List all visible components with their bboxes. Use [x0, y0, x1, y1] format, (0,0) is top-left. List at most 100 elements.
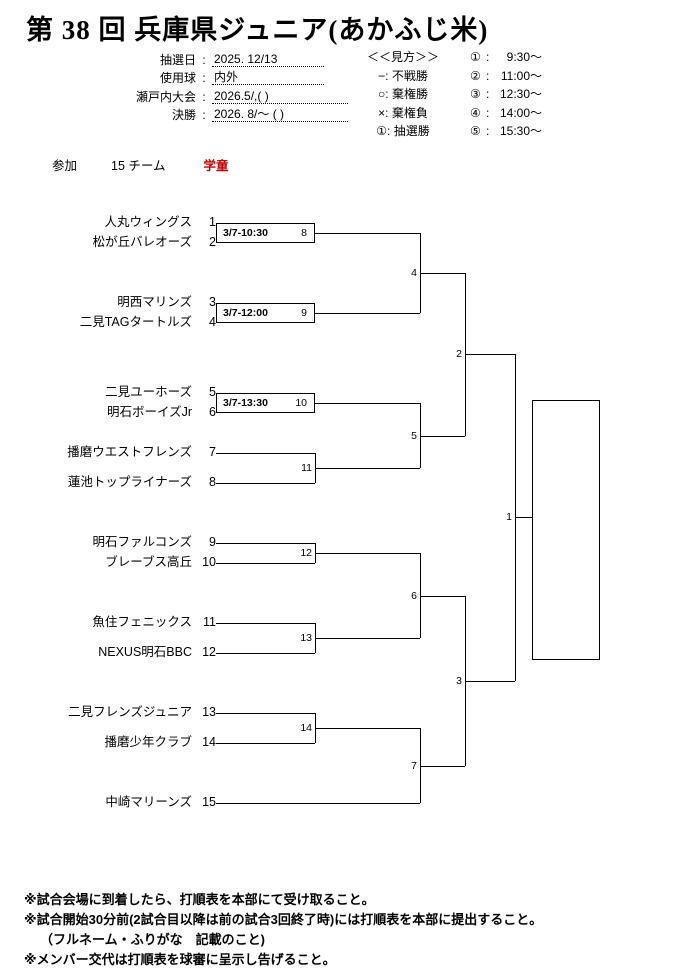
- bracket-line-horizontal: [420, 435, 465, 437]
- info-value-setouchi: 2026.5/,( ): [212, 89, 348, 104]
- team-seed-number: 9: [209, 535, 216, 549]
- legend-block: ＜＜見方＞＞ −: 不戦勝 ○: 棄権勝 ×: 棄権負 ①: 抽選勝: [348, 48, 458, 141]
- bracket-line-horizontal: [315, 728, 420, 729]
- match-number: 6: [411, 589, 417, 602]
- time-slot-4: ④:14:00〜: [470, 104, 590, 123]
- bracket-line-horizontal: [515, 517, 532, 519]
- champion-box: [532, 400, 600, 660]
- time-slot-colon: :: [486, 50, 490, 64]
- time-slot-colon: :: [486, 68, 490, 83]
- team-seed-number: 11: [203, 615, 216, 629]
- bracket-line-horizontal: [315, 233, 420, 234]
- time-slot-colon: :: [486, 105, 490, 120]
- match-number: 8: [301, 227, 307, 239]
- time-slot-mark: ②: [470, 68, 481, 83]
- match-number: 14: [300, 722, 312, 734]
- info-colon: :: [202, 89, 206, 104]
- bracket-team-entry: 魚住フェニックス 11: [20, 615, 216, 629]
- bracket-line-horizontal: [216, 623, 315, 624]
- time-slot-value: 14:00〜: [499, 105, 542, 120]
- team-name: 明西マリンズ: [117, 295, 192, 309]
- team-name: 二見フレンズジュニア: [68, 705, 192, 719]
- match-time: 3/7-10:30: [223, 227, 268, 239]
- bracket-line-horizontal: [216, 563, 315, 564]
- match-number: 13: [300, 632, 312, 644]
- info-value-ball: 内外: [212, 70, 324, 85]
- team-name: 松が丘バレオーズ: [92, 235, 192, 249]
- info-colon: :: [202, 71, 206, 85]
- legend-text: 棄権負: [391, 105, 428, 120]
- time-slot-block: ①:9:30〜 ②:11:00〜 ③:12:30〜 ④:14:00〜 ⑤:15:…: [470, 48, 590, 141]
- match-number: 7: [411, 759, 417, 772]
- team-seed-number: 6: [209, 405, 216, 419]
- team-name: 蓮池トップライナーズ: [67, 475, 192, 489]
- info-label: 決勝: [171, 108, 196, 122]
- page-title: 第 38 回 兵庫県ジュニア(あかふじ米): [26, 15, 489, 45]
- team-seed-number: 10: [202, 555, 216, 569]
- match-number: 10: [295, 397, 307, 409]
- bracket-match-box: 3/7-13:30 10: [216, 393, 315, 413]
- team-seed-number: 7: [209, 445, 216, 459]
- legend-text: 棄権勝: [391, 87, 428, 101]
- match-number: 11: [301, 462, 312, 474]
- bracket-line-horizontal: [420, 765, 465, 767]
- legend-title: ＜＜見方＞＞: [366, 50, 439, 64]
- team-name: 明石ボーイズJr: [106, 405, 192, 419]
- team-name: ブレーブス高丘: [105, 555, 192, 569]
- match-number: 12: [300, 547, 312, 559]
- bracket-line-horizontal: [315, 403, 420, 404]
- team-name: 魚住フェニックス: [92, 615, 192, 629]
- match-time: 3/7-13:30: [223, 397, 268, 409]
- info-row-final: 決勝 : 2026. 8/〜 ( ): [118, 104, 348, 122]
- legend-row-forfeit-win: ○: 棄権勝: [378, 87, 428, 101]
- team-seed-number: 1: [209, 215, 216, 229]
- bracket-line-horizontal: [216, 713, 315, 714]
- bracket-team-entry: 人丸ウィングス 1: [20, 215, 216, 229]
- bracket-line-horizontal: [315, 468, 420, 469]
- legend-text: 抽選勝: [393, 124, 430, 138]
- legend-mark: −: [378, 68, 386, 83]
- legend-mark: ○: [378, 87, 386, 101]
- time-slot-1: ①:9:30〜: [470, 48, 590, 67]
- bracket-line-horizontal: [315, 313, 420, 314]
- participation-category: 学童: [203, 159, 229, 173]
- bracket-team-entry: ブレーブス高丘 10: [20, 555, 216, 569]
- match-number: 5: [411, 429, 417, 442]
- bracket-team-entry: 蓮池トップライナーズ 8: [20, 475, 216, 489]
- team-seed-number: 14: [202, 735, 216, 749]
- info-colon: :: [202, 52, 206, 67]
- team-name: NEXUS明石BBC: [98, 645, 192, 659]
- bracket-line-horizontal: [315, 638, 420, 639]
- team-seed-number: 5: [209, 385, 216, 399]
- team-seed-number: 12: [202, 645, 216, 659]
- footer-note: ※試合開始30分前(2試合目以降は前の試合3回終了時)には打順表を本部に提出する…: [24, 912, 543, 927]
- time-slot-mark: ③: [470, 87, 481, 101]
- legend-mark: ①: [376, 124, 388, 138]
- team-seed-number: 8: [209, 475, 216, 489]
- participation-label: 参加: [52, 159, 78, 173]
- footer-note: ※試合会場に到着したら、打順表を本部にて受け取ること。: [24, 892, 375, 907]
- info-value-final: 2026. 8/〜 ( ): [212, 107, 348, 122]
- time-slot-2: ②:11:00〜: [470, 67, 590, 86]
- time-slot-mark: ④: [470, 105, 481, 120]
- bracket-line-horizontal: [420, 273, 465, 274]
- legend-row-forfeit-loss: ×: 棄権負: [378, 105, 428, 120]
- bracket-line-horizontal: [465, 680, 515, 682]
- bracket-line-horizontal: [465, 354, 515, 356]
- legend-row-default-win: −: 不戦勝: [378, 68, 428, 83]
- team-name: 中崎マリーンズ: [105, 795, 192, 809]
- team-name: 人丸ウィングス: [104, 215, 192, 229]
- bracket-line-horizontal: [216, 453, 315, 454]
- time-slot-mark: ①: [470, 50, 481, 64]
- bracket-team-entry: NEXUS明石BBC 12: [20, 645, 216, 659]
- footer-notes: ※試合会場に到着したら、打順表を本部にて受け取ること。 ※試合開始30分前(2試…: [24, 890, 684, 970]
- info-label: 瀬戸内大会: [135, 89, 196, 104]
- match-time: 3/7-12:00: [223, 307, 268, 319]
